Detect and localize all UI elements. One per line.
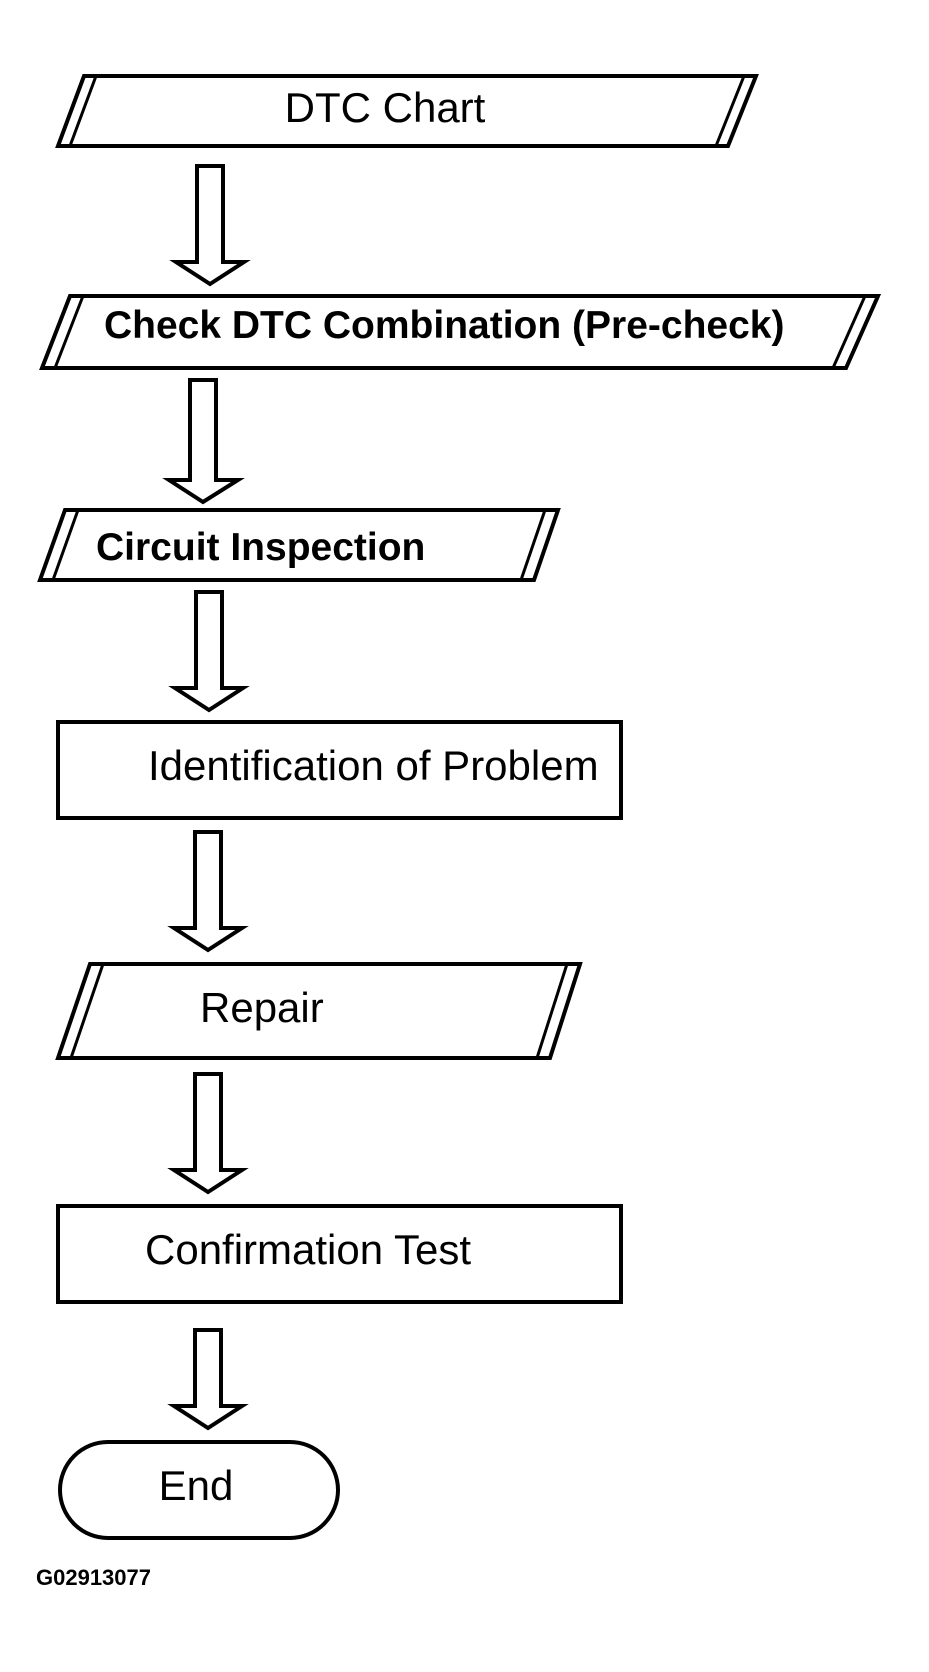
step-label: Identification of Problem: [148, 742, 599, 789]
down-arrow-icon: [168, 590, 250, 713]
step-identification-of-problem: Identification of Problem: [56, 720, 623, 820]
step-check-dtc-combination: Check DTC Combination (Pre-check): [39, 294, 882, 370]
down-arrow-icon: [162, 378, 245, 505]
step-label: Repair: [200, 984, 324, 1031]
step-label: Check DTC Combination (Pre-check): [104, 304, 784, 347]
step-label: Confirmation Test: [145, 1226, 471, 1273]
down-arrow-icon: [167, 1072, 249, 1195]
step-circuit-inspection: Circuit Inspection: [37, 508, 561, 582]
step-repair: Repair: [55, 962, 583, 1060]
step-confirmation-test: Confirmation Test: [56, 1204, 623, 1304]
figure-id: G02913077: [36, 1565, 151, 1590]
step-dtc-chart: DTC Chart: [55, 74, 759, 148]
step-label: DTC Chart: [285, 84, 486, 131]
down-arrow-icon: [167, 1328, 249, 1431]
step-label: End: [159, 1462, 234, 1509]
down-arrow-icon: [169, 164, 251, 287]
step-label: Circuit Inspection: [96, 526, 425, 569]
down-arrow-icon: [167, 830, 249, 953]
step-end: End: [58, 1440, 340, 1540]
